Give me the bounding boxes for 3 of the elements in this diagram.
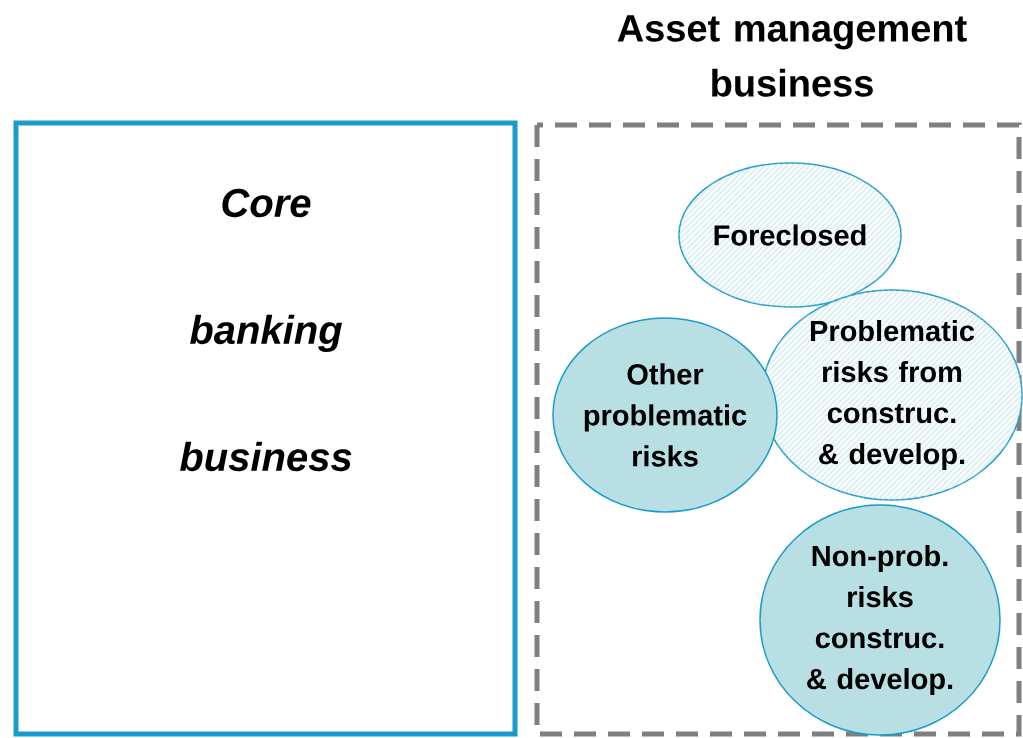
node-label: Asset management business [617,15,967,97]
core-business-box: Core banking business [13,120,518,737]
node-label: Problematic risks from construc. & develop. [810,319,975,471]
